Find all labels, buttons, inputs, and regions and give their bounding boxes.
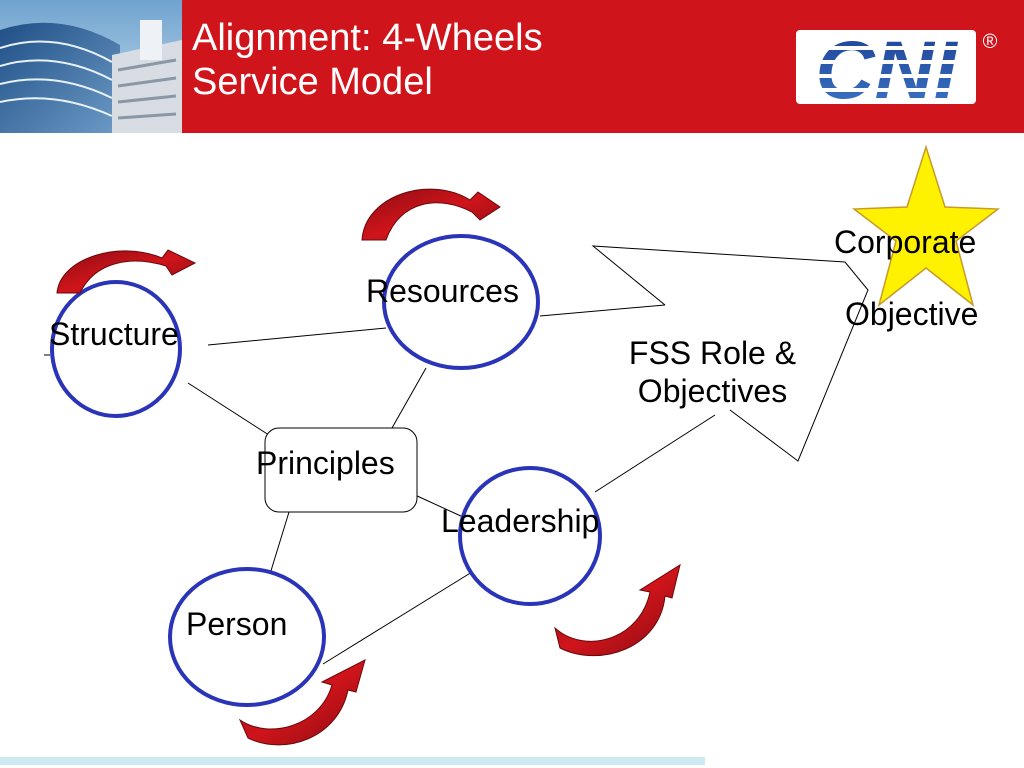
- fss-role-label: FSS Role & Objectives: [600, 334, 825, 410]
- connector-leadership-fss: [594, 414, 716, 493]
- principles-box: [264, 427, 418, 513]
- connector-leadership-person: [322, 571, 473, 665]
- connector-resources-fss: [539, 304, 666, 317]
- building-photo: [0, 0, 182, 133]
- wheel-person-label: Person: [186, 606, 288, 642]
- slide-title: Alignment: 4-Wheels Service Model: [192, 16, 752, 104]
- logo-wordmark: CNI: [815, 26, 958, 108]
- rotation-arrow-person: [238, 659, 366, 746]
- curved-arrow-icon: [361, 188, 501, 241]
- connector-principles-leadership: [414, 494, 464, 518]
- rotation-arrow-structure: [56, 249, 197, 294]
- connector-structure-resources: [207, 327, 387, 346]
- wheel-resources-label: Resources: [366, 273, 519, 309]
- cni-logo: CNI ®: [796, 26, 998, 108]
- fss-role-line-2: Objectives: [637, 373, 788, 409]
- slide-title-line-2: Service Model: [192, 61, 433, 103]
- wheel-resources-circle: [382, 234, 540, 370]
- wheel-person-circle: [168, 567, 326, 707]
- footer-strip: [0, 757, 705, 765]
- wheel-leadership-label: Leadership: [441, 503, 600, 539]
- rotation-arrow-resources: [361, 188, 501, 241]
- curved-arrow-icon: [56, 249, 197, 294]
- rotation-arrow-leadership: [554, 563, 681, 657]
- curved-arrow-icon: [238, 659, 366, 746]
- connector-resources-principles: [391, 367, 427, 429]
- corporate-objective-line-2: Objective: [845, 296, 979, 332]
- connector-principles-person: [269, 511, 290, 575]
- principles-label: Principles: [256, 445, 395, 481]
- curved-arrow-icon: [554, 563, 681, 657]
- fss-role-line-1: FSS Role &: [628, 335, 797, 371]
- wheel-structure-label: Structure: [49, 316, 179, 352]
- star-icon: [851, 144, 1001, 307]
- wheel-leadership-circle: [458, 466, 602, 606]
- slide-title-line-1: Alignment: 4-Wheels: [192, 17, 543, 59]
- connector-structure-principles: [187, 382, 273, 438]
- registered-mark: ®: [983, 31, 998, 53]
- wheel-structure-circle: [50, 280, 182, 418]
- fss-to-corporate-arrow: [591, 245, 869, 462]
- corporate-objective-line-1: Corporate: [834, 224, 977, 260]
